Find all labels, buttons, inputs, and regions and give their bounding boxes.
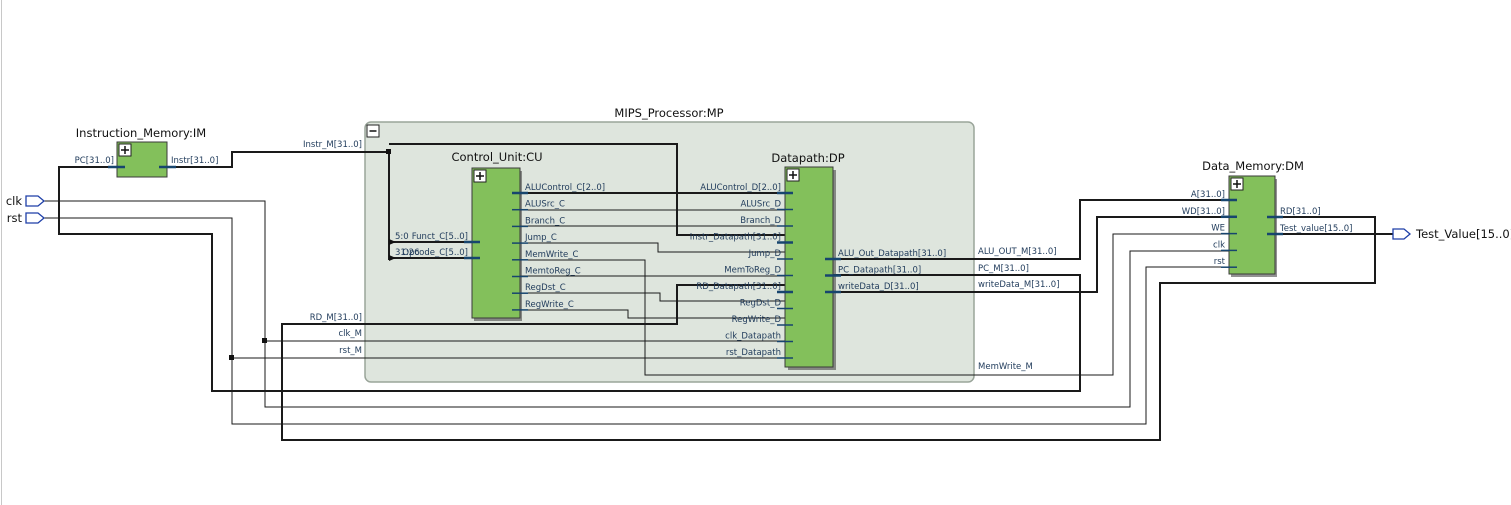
cu-output-pin-6: RegDst_C — [525, 283, 566, 293]
net-label-memwrite-m: MemWrite_M — [978, 362, 1033, 372]
im-pin-pc: PC[31..0] — [75, 156, 114, 166]
control-unit-title: Control_Unit:CU — [451, 150, 542, 164]
net-label-pc-m: PC_M[31..0] — [978, 264, 1029, 274]
dp-output-pins: ALU_Out_Datapath[31..0] PC_Datapath[31..0… — [825, 249, 946, 294]
rst-input-port[interactable] — [25, 212, 46, 224]
data-memory-block[interactable] — [1228, 175, 1276, 275]
dm-input-pin-3: clk — [1213, 240, 1225, 250]
dp-input-pin-10: rst_Datapath — [726, 348, 781, 358]
dp-input-pin-7: RegDst_D — [740, 299, 782, 309]
net-label-rst-m: rst_M — [339, 346, 362, 356]
cu-pin-opcode: Opcode_C[5..0] — [402, 248, 468, 258]
mips-processor-title: MIPS_Processor:MP — [614, 106, 723, 120]
instruction-memory-block[interactable] — [116, 141, 168, 178]
net-label-writedata-m: writeData_M[31..0] — [978, 280, 1060, 290]
dp-output-pin-1: PC_Datapath[31..0] — [838, 266, 921, 276]
dm-output-pins: RD[31..0] Test_value[15..0] — [1267, 207, 1352, 236]
datapath-title: Datapath:DP — [771, 151, 844, 165]
cu-input-pins: Funct_C[5..0] Opcode_C[5..0] — [402, 232, 480, 260]
net-label-alu-out-m: ALU_OUT_M[31..0] — [978, 247, 1057, 257]
dm-output-pin-1: Test_value[15..0] — [1279, 224, 1352, 234]
dm-input-pin-0: A[31..0] — [1191, 190, 1225, 200]
dp-input-pin-9: clk_Datapath — [725, 332, 781, 342]
test-value-output-port[interactable] — [1392, 228, 1412, 240]
slice-label-funct: 5:0 — [395, 232, 409, 242]
dp-input-pin-3: Instr_Datapath[31..0] — [690, 233, 781, 243]
dm-input-pin-2: WE — [1211, 224, 1225, 234]
dp-output-pin-2: writeData_D[31..0] — [838, 282, 919, 292]
dp-input-pin-5: MemToReg_D — [724, 266, 781, 276]
net-label-rd-m: RD_M[31..0] — [310, 313, 362, 323]
dm-output-pin-0: RD[31..0] — [1280, 207, 1321, 217]
cu-output-pin-1: ALUSrc_C — [525, 200, 565, 210]
net-label-clk-m: clk_M — [338, 329, 362, 339]
dp-input-pin-1: ALUSrc_D — [740, 200, 781, 210]
collapse-icon[interactable] — [366, 124, 380, 138]
dm-input-pin-1: WD[31..0] — [1182, 207, 1225, 217]
dp-input-pin-0: ALUControl_D[2..0] — [700, 183, 781, 193]
dp-input-pin-2: Branch_D — [740, 216, 781, 226]
net-label-instr-m: Instr_M[31..0] — [303, 140, 362, 150]
im-pin-instr: Instr[31..0] — [171, 156, 218, 166]
dp-input-pin-4: Jump_D — [748, 249, 782, 259]
cu-output-pin-2: Branch_C — [525, 216, 565, 226]
cu-pin-funct: Funct_C[5..0] — [412, 232, 468, 242]
data-memory-title: Data_Memory:DM — [1202, 159, 1304, 173]
dm-input-pin-4: rst — [1214, 257, 1226, 267]
clk-port-label: clk — [6, 194, 23, 208]
clk-input-port[interactable] — [25, 195, 46, 207]
instruction-memory-title: Instruction_Memory:IM — [76, 126, 206, 140]
cu-output-pin-7: RegWrite_C — [525, 300, 574, 310]
cu-output-pin-0: ALUControl_C[2..0] — [525, 183, 605, 193]
slice-label-opcode: 31:26 — [395, 248, 420, 258]
cu-output-pin-4: MemWrite_C — [525, 250, 579, 260]
cu-output-pins: ALUControl_C[2..0] ALUSrc_C Branch_C Jump_C… — [512, 183, 605, 311]
test-value-port-label: Test_Value[15..0] — [1415, 227, 1511, 241]
rst-port-label: rst — [7, 211, 23, 225]
dp-output-pin-0: ALU_Out_Datapath[31..0] — [838, 249, 946, 259]
cu-output-pin-3: Jump_C — [524, 233, 557, 243]
cu-output-pin-5: MemtoReg_C — [525, 267, 581, 277]
dp-input-pins: ALUControl_D[2..0] ALUSrc_D Branch_D Instr_… — [690, 183, 793, 359]
dm-input-pins: A[31..0] WD[31..0] WE clk rst — [1182, 190, 1237, 268]
datapath-block[interactable] — [784, 166, 834, 368]
dp-input-pin-8: RegWrite_D — [732, 315, 782, 325]
dp-input-pin-6: RD_Datapath[31..0] — [696, 282, 781, 292]
